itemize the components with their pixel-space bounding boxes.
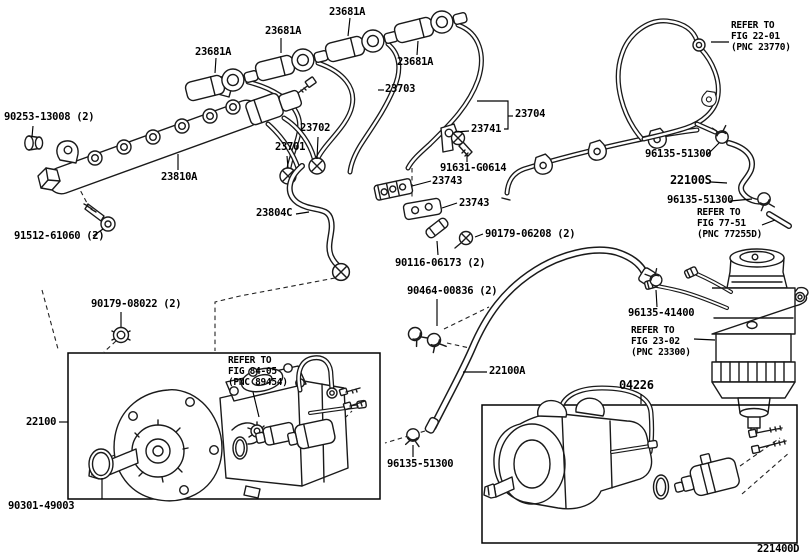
refer-note-line: FIG 23-02 <box>631 336 680 347</box>
part-label-23810A: 23810A <box>161 171 198 183</box>
leak-pipe-arch <box>618 21 718 139</box>
screw-90179-06208 <box>454 230 474 249</box>
part-label-23701: 23701 <box>275 141 306 153</box>
part-label-90179-08022: 90179-08022 (2) <box>91 298 182 310</box>
clamp-96135-51300-3 <box>404 427 422 448</box>
injector-1 <box>182 62 261 103</box>
injector-4 <box>391 4 470 45</box>
refer-note-line: REFER TO <box>631 325 675 336</box>
refer-note-line: REFER TO <box>228 355 272 366</box>
clamp-90464-pair <box>404 323 447 355</box>
part-label-23743-1: 23743 <box>432 175 463 187</box>
part-label-23681A-3: 23681A <box>195 46 232 58</box>
part-label-22100A: 22100A <box>489 365 526 377</box>
return-pipe-23804c <box>290 166 351 282</box>
refer-note-line: FIG 84-05 <box>228 366 277 377</box>
part-label-23741: 23741 <box>471 123 502 135</box>
refer-note-line: FIG 22-01 <box>731 31 780 42</box>
inlet-pipe-stub <box>769 214 789 226</box>
nut-90179-08022 <box>111 326 131 344</box>
scv-valve-parts <box>232 387 366 460</box>
part-label-22100: 22100 <box>26 416 57 428</box>
hose-22100a <box>404 250 657 448</box>
part-label-23804C: 23804C <box>256 207 293 219</box>
union-fitting-23702 <box>308 157 326 175</box>
refer-note-line: (PNC 23770) <box>731 42 791 53</box>
refer-note-fig-77-51: REFER TO FIG 77-51 (PNC 77255D) <box>697 207 762 240</box>
part-label-90253-13008: 90253-13008 (2) <box>4 111 95 123</box>
part-label-22100S: 22100S <box>670 173 712 187</box>
screw-91631 <box>450 130 473 157</box>
refer-note-fig-84-05: REFER TO FIG 84-05 (PNC 89454) <box>228 355 288 388</box>
part-label-96135-41400: 96135-41400 <box>628 307 695 319</box>
injection-pump <box>88 358 367 502</box>
clamp-23743-upper <box>373 178 414 201</box>
part-label-96135-51300-3: 96135-51300 <box>387 458 454 470</box>
refer-note-line: (PNC 23300) <box>631 347 691 358</box>
part-label-96135-51300-2: 96135-51300 <box>667 194 734 206</box>
bolt-91512 <box>83 203 116 232</box>
part-label-23743-2: 23743 <box>459 197 490 209</box>
injector-2 <box>252 42 331 83</box>
part-label-23681A-2: 23681A <box>265 25 302 37</box>
part-label-23704: 23704 <box>515 108 546 120</box>
refer-note-line: FIG 77-51 <box>697 218 746 229</box>
pump-box <box>67 352 381 502</box>
part-label-23681A-1: 23681A <box>329 6 366 18</box>
refer-note-fig-23-02: REFER TO FIG 23-02 (PNC 23300) <box>631 325 691 358</box>
refer-note-line: REFER TO <box>697 207 741 218</box>
part-label-90116-06173: 90116-06173 (2) <box>395 257 486 269</box>
pump-assembly-04226 <box>483 388 787 510</box>
part-label-23703: 23703 <box>385 83 416 95</box>
rail-sensor-cluster <box>245 89 303 126</box>
refer-note-line: (PNC 89454) <box>228 377 288 388</box>
pipe-23704 <box>501 126 697 201</box>
part-label-96135-51300-1: 96135-51300 <box>645 148 712 160</box>
drawing-code: 221400D <box>757 543 800 555</box>
part-label-91631-G0614: 91631-G0614 <box>440 162 507 174</box>
injector-3 <box>322 23 401 64</box>
nut-90253 <box>24 135 44 151</box>
part-label-91512-61060: 91512-61060 (2) <box>14 230 105 242</box>
part-label-04226: 04226 <box>619 378 654 392</box>
refer-note-fig-22-01: REFER TO FIG 22-01 (PNC 23770) <box>731 20 791 53</box>
refer-note-line: REFER TO <box>731 20 775 31</box>
leader-lines <box>31 17 776 499</box>
part-label-90464-00836: 90464-00836 (2) <box>407 285 498 297</box>
part-label-23681A-4: 23681A <box>397 56 434 68</box>
damper-90116 <box>425 217 449 239</box>
part-label-90301-49003: 90301-49003 <box>8 500 75 512</box>
part-label-23702: 23702 <box>300 122 331 134</box>
part-label-90179-06208: 90179-06208 (2) <box>485 228 576 240</box>
refer-note-line: (PNC 77255D) <box>697 229 763 240</box>
oring-90301 <box>88 448 114 480</box>
pump-assembly-box <box>481 388 798 544</box>
clamp-23743-lower <box>402 197 443 221</box>
